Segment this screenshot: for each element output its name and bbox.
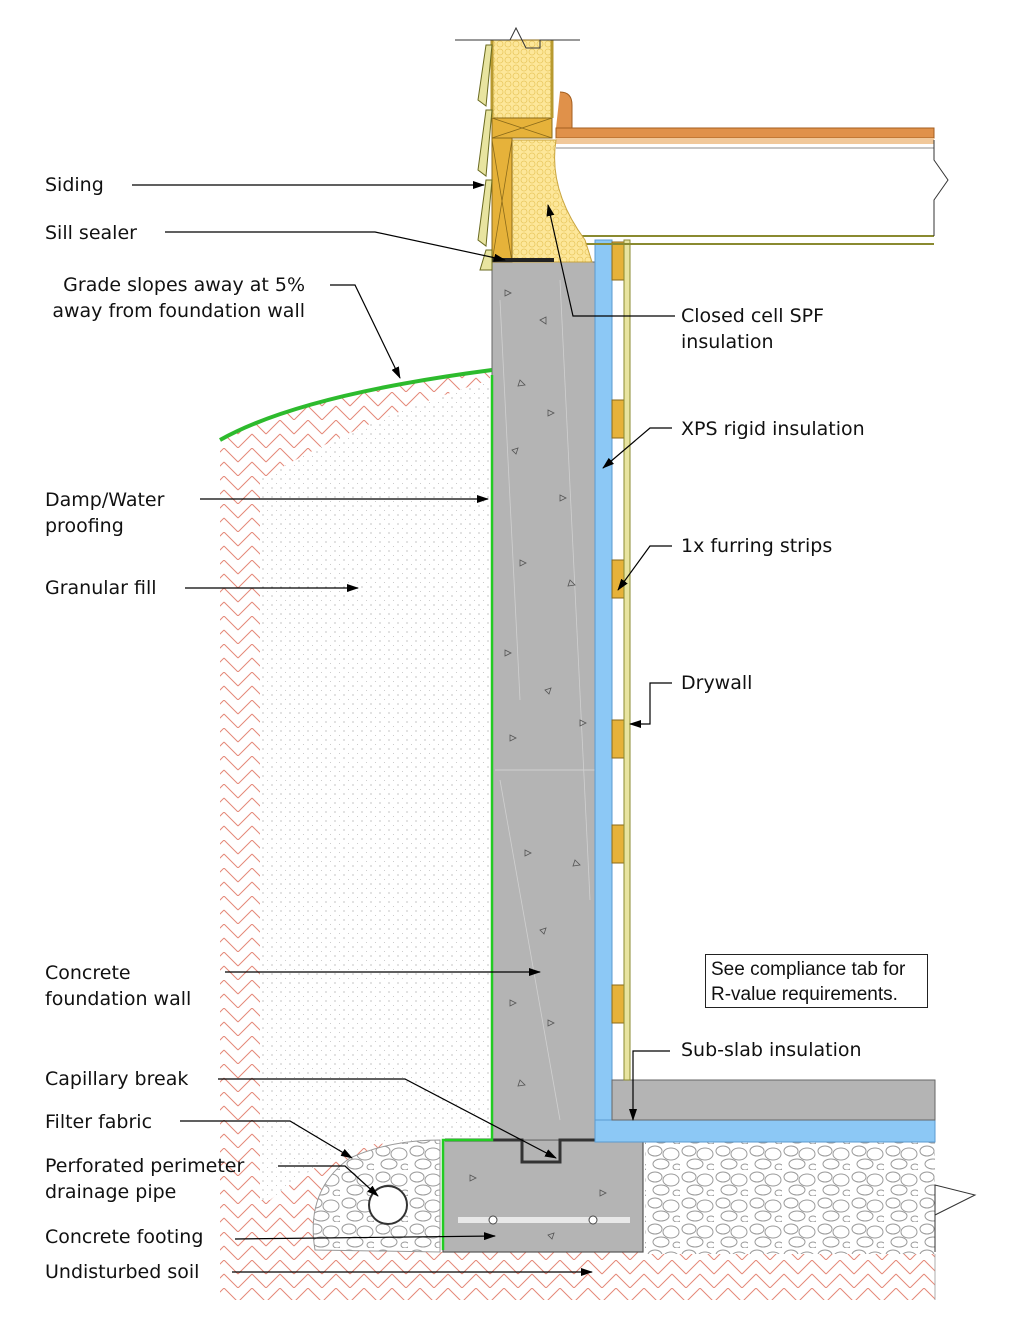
compliance-note: See compliance tab for R-value requireme… (705, 954, 928, 1008)
leader-sub-slab (629, 1050, 670, 1121)
leader-closed-cell-spf (546, 204, 675, 317)
label-capillary-break: Capillary break (45, 1068, 189, 1090)
damp-water-proofing (441, 375, 494, 1250)
furring-strips (611, 241, 625, 1024)
grade-line (219, 368, 493, 442)
leader-grade (330, 284, 401, 379)
leader-filter-fabric (180, 1120, 353, 1159)
label-drywall: Drywall (681, 672, 753, 694)
xps-rigid-insulation (594, 239, 613, 1121)
leader-furring (617, 545, 672, 591)
sill-sealer-strip (492, 258, 554, 262)
label-sill-sealer: Sill sealer (45, 222, 137, 244)
label-concrete-wall: Concrete foundation wall (45, 962, 192, 1010)
concrete-foundation-wall (491, 261, 596, 1141)
label-xps: XPS rigid insulation (681, 418, 865, 440)
leader-concrete-footing (234, 1232, 496, 1241)
concrete-footing (442, 1139, 644, 1253)
subfloor (555, 127, 935, 139)
closed-cell-spf (509, 139, 593, 263)
label-filter-fabric: Filter fabric (45, 1111, 153, 1133)
label-grade: Grade slopes away at 5% away from founda… (52, 274, 305, 322)
label-concrete-footing: Concrete footing (45, 1226, 204, 1248)
label-damp-water: Damp/Water proofing (45, 489, 165, 537)
label-undisturbed-soil: Undisturbed soil (45, 1261, 200, 1283)
leader-sill-sealer (165, 231, 506, 262)
leader-drywall (629, 682, 672, 728)
leader-capillary-break (218, 1078, 557, 1159)
leader-xps (602, 427, 672, 469)
label-closed-cell-spf: Closed cell SPF insulation (681, 305, 825, 353)
siding (477, 44, 493, 271)
concrete-slab (611, 1079, 936, 1121)
leader-drain-pipe (278, 1165, 379, 1197)
capillary-break (445, 1138, 643, 1164)
drainage-pipe (368, 1185, 408, 1225)
drywall (623, 239, 631, 1081)
label-sub-slab: Sub-slab insulation (681, 1039, 862, 1061)
label-drain-pipe: Perforated perimeter drainage pipe (45, 1155, 245, 1203)
sub-slab-insulation (594, 1119, 936, 1143)
label-granular-fill: Granular fill (45, 577, 157, 599)
label-furring: 1x furring strips (681, 535, 833, 557)
label-siding: Siding (45, 174, 104, 196)
